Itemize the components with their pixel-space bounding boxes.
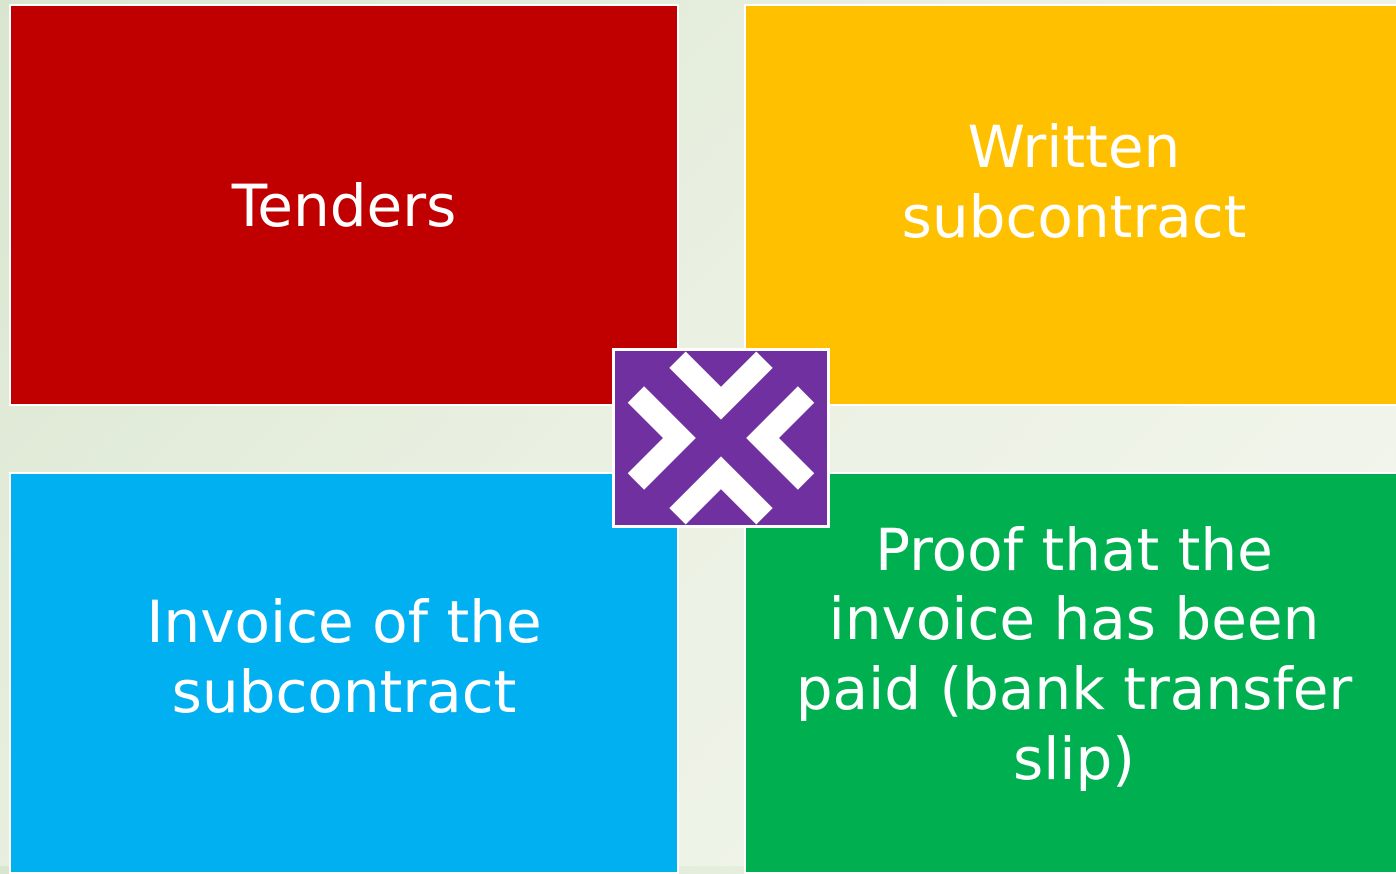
tile-proof-of-payment-label: Proof that the invoice has been paid (ba… <box>795 515 1353 793</box>
arrow-right-icon <box>746 386 815 490</box>
tile-written-subcontract-label: Written subcontract <box>901 113 1247 251</box>
arrow-bottom-icon <box>669 456 773 525</box>
converge-arrows-icon <box>627 351 815 525</box>
arrow-top-icon <box>669 351 773 420</box>
tile-tenders: Tenders <box>9 4 679 406</box>
tile-tenders-label: Tenders <box>231 172 457 241</box>
tile-proof-of-payment: Proof that the invoice has been paid (ba… <box>744 472 1396 874</box>
tile-invoice-label: Invoice of the subcontract <box>146 588 542 726</box>
tile-written-subcontract: Written subcontract <box>744 4 1396 406</box>
arrow-left-icon <box>627 386 696 490</box>
center-converge-mark <box>612 348 830 528</box>
tile-invoice: Invoice of the subcontract <box>9 472 679 874</box>
